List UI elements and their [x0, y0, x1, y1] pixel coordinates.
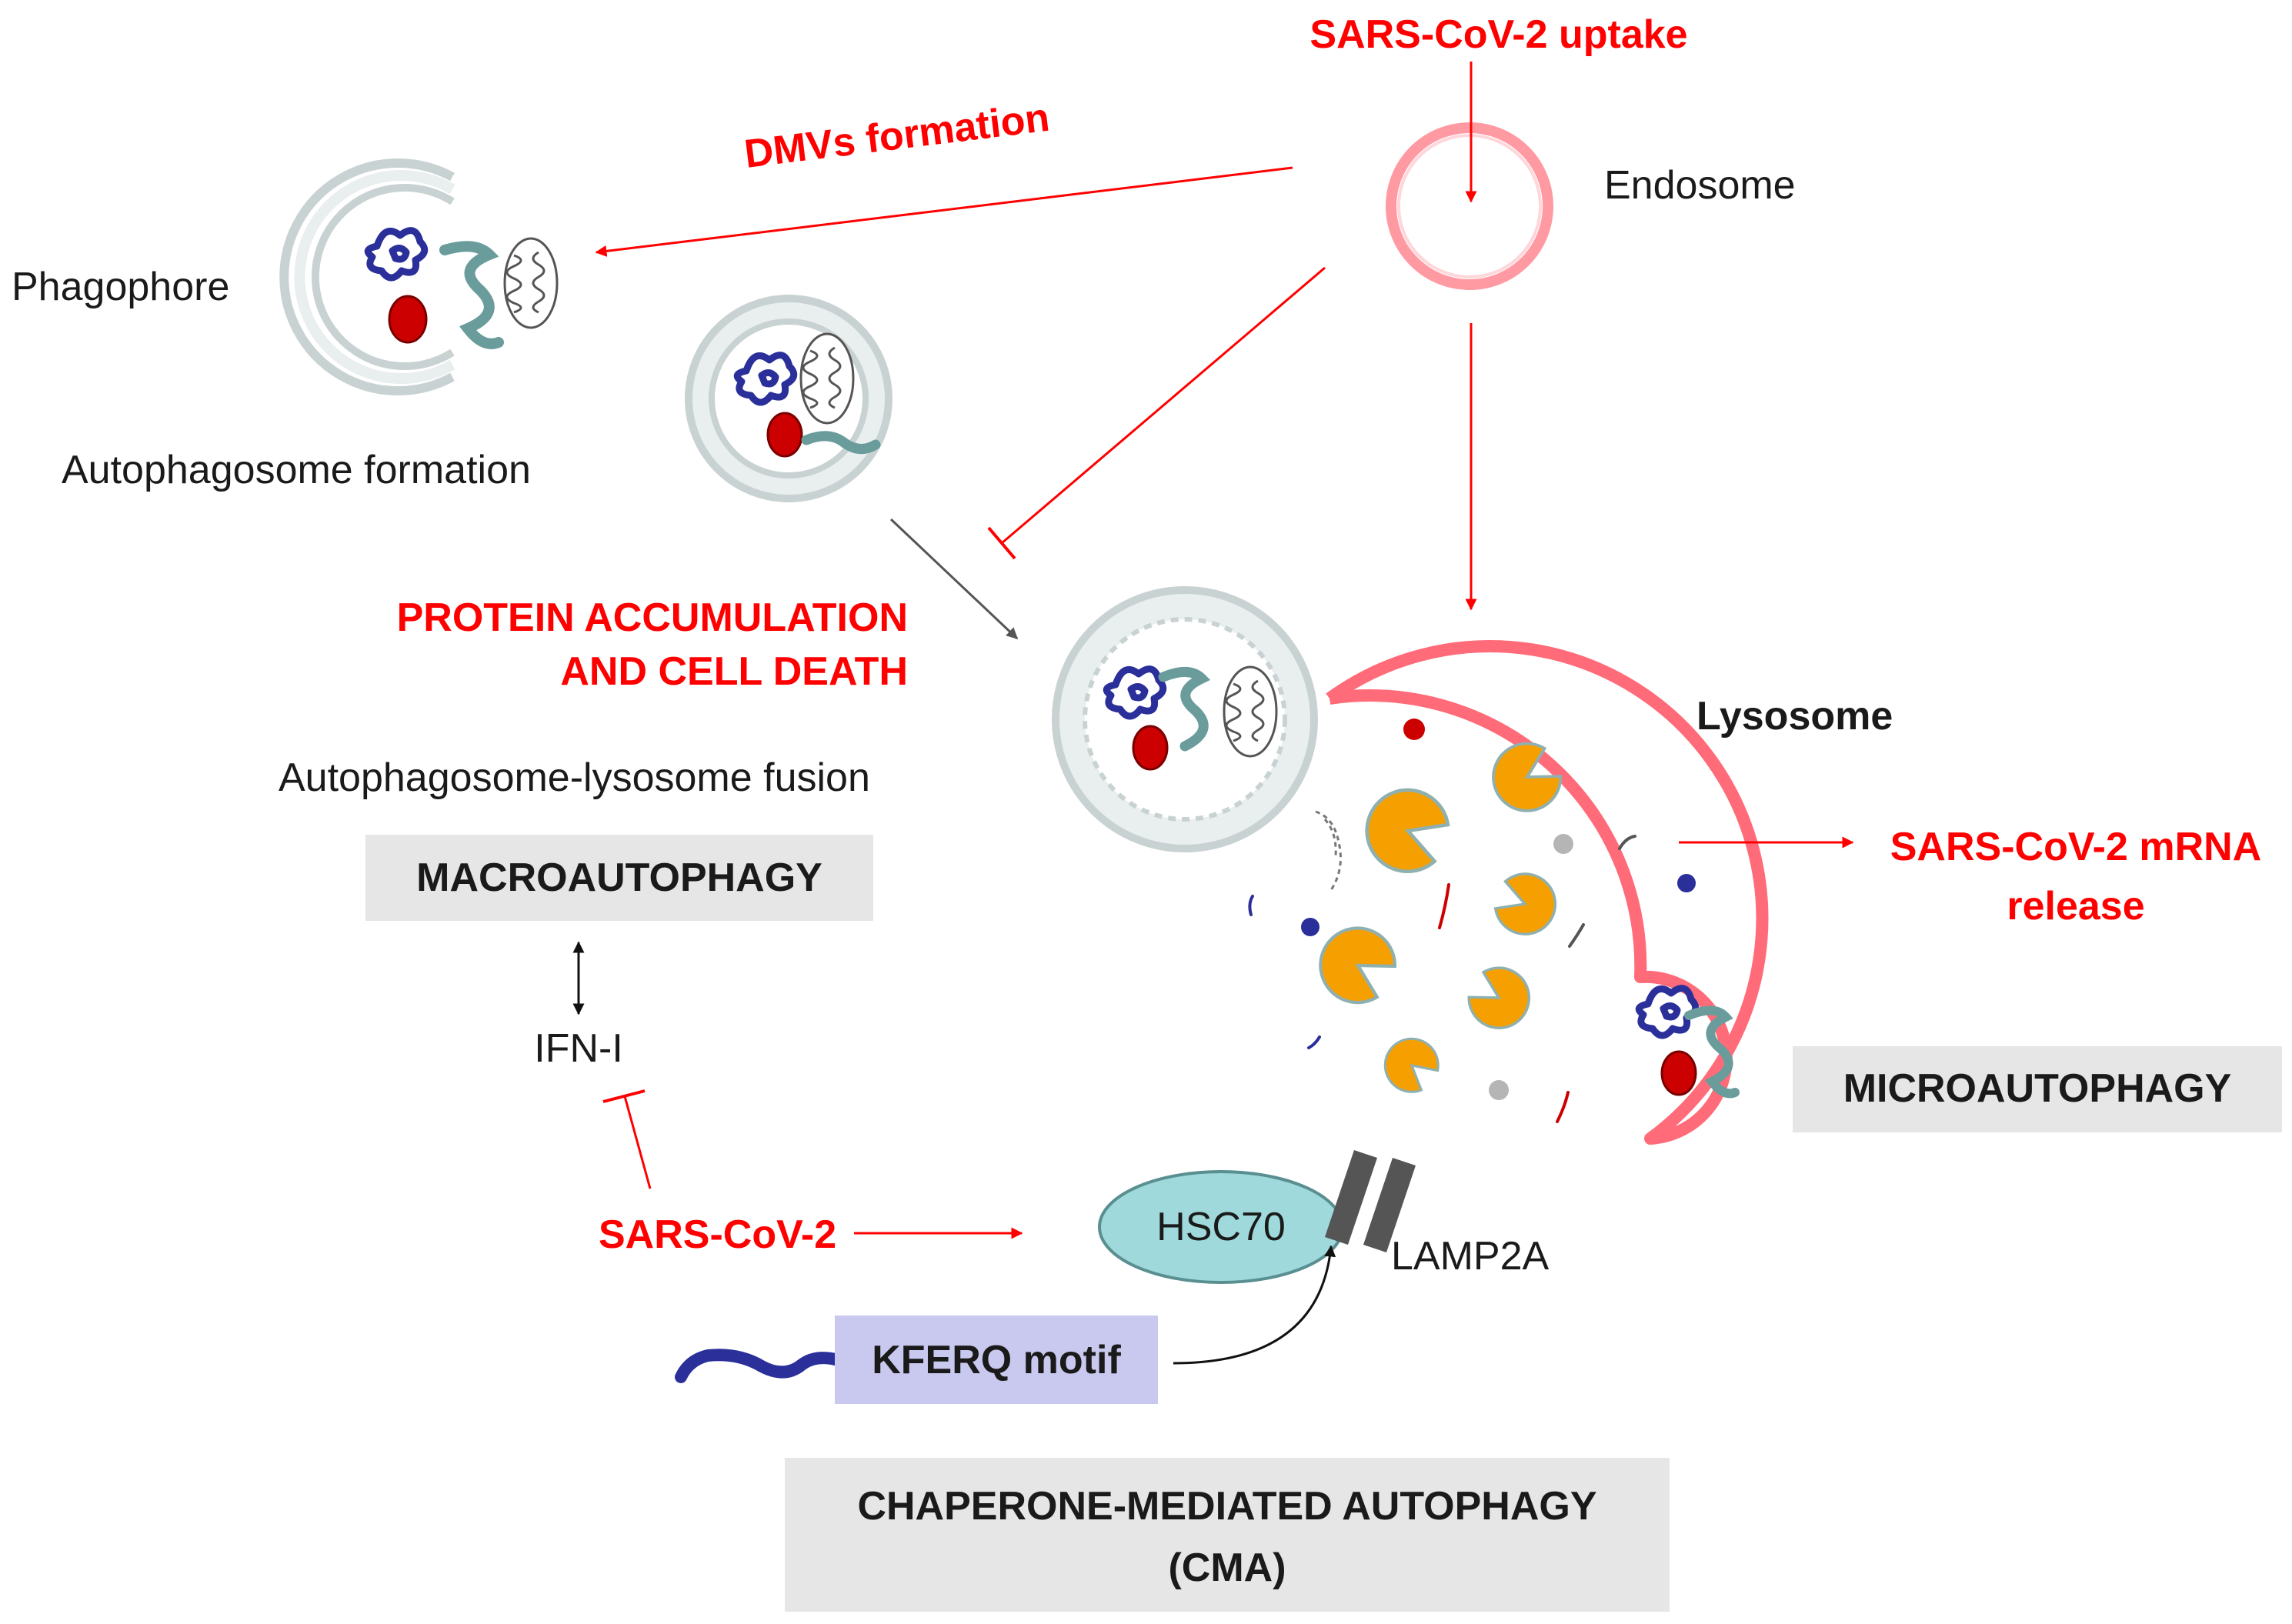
kferq-label: KFERQ motif — [872, 1338, 1121, 1382]
fusion-inhibition-line — [1001, 266, 1326, 545]
autophagosome-formation-label: Autophagosome formation — [62, 448, 531, 492]
cma-box — [785, 1458, 1670, 1612]
enzyme-icon — [1460, 957, 1542, 1041]
viral-particle-icon — [1132, 725, 1169, 771]
ifn-inhibition-bar — [602, 1089, 646, 1103]
kferq-box — [835, 1316, 1158, 1404]
dmvs-label: DMVs formation — [742, 95, 1052, 177]
debris-dot — [1677, 874, 1696, 892]
fusion-inhibition-bar — [987, 526, 1016, 560]
protein-strand-icon — [439, 241, 504, 349]
mrna-release-label-2: release — [2007, 884, 2144, 929]
macroautophagy-label: MACROAUTOPHAGY — [416, 855, 822, 900]
microautophagy-box — [1793, 1046, 2282, 1132]
viral-particle-icon — [766, 412, 803, 458]
viral-particle-icon — [1403, 719, 1425, 740]
kferq-peptide-icon — [675, 1349, 845, 1383]
protein-accumulation-label-2: AND CELL DEATH — [560, 649, 908, 694]
rna-fragments — [1248, 835, 1636, 1123]
enzyme-icon — [1307, 915, 1405, 1014]
debris-dot — [1489, 1080, 1509, 1100]
mitochondrion-icon — [503, 237, 559, 329]
endosome-label: Endosome — [1604, 163, 1796, 208]
lamp2a-receptor — [1325, 1150, 1416, 1252]
microautophagy-cargo — [1639, 989, 1740, 1099]
lysosome — [1326, 640, 1769, 1145]
protein-accumulation-label-1: PROTEIN ACCUMULATION — [397, 595, 908, 640]
ifn-label: IFN-I — [534, 1026, 623, 1071]
macroautophagy-box — [365, 835, 873, 921]
endosome — [1386, 122, 1553, 290]
microautophagy-label: MICROAUTOPHAGY — [1843, 1066, 2232, 1111]
kferq-to-lamp2a-arrow — [1173, 1245, 1336, 1365]
enzyme-icon — [1356, 779, 1456, 881]
misfolded-protein-icon — [368, 231, 425, 278]
dmvs-arrow — [595, 166, 1293, 257]
cma-label-2: (CMA) — [1168, 1546, 1286, 1590]
lamp2a-label: LAMP2A — [1391, 1234, 1550, 1279]
debris-dot — [1553, 834, 1573, 854]
sarscov2-label: SARS-CoV-2 — [599, 1212, 836, 1257]
mitochondrion-icon — [799, 332, 855, 425]
hsc70-label: HSC70 — [1156, 1205, 1286, 1249]
phagophore-label: Phagophore — [12, 265, 229, 309]
ifn-inhibition-line — [623, 1095, 652, 1189]
viral-particle-icon — [388, 295, 428, 344]
phagophore — [279, 158, 559, 395]
lysosome-label: Lysosome — [1696, 694, 1893, 739]
fusion-label: Autophagosome-lysosome fusion — [279, 755, 870, 800]
lysosome-contents — [1248, 719, 1696, 1123]
mrna-release-label-1: SARS-CoV-2 mRNA — [1890, 825, 2262, 869]
debris-dot — [1301, 918, 1319, 936]
lysosomal-enzymes — [1307, 732, 1571, 1102]
autophagosome — [685, 295, 892, 502]
degraded-mitochondrion-icon — [1315, 810, 1342, 891]
enzyme-icon — [1373, 1026, 1448, 1102]
protein-strand-icon — [1158, 667, 1211, 752]
fusion-arrow — [889, 518, 1019, 640]
cma-label-1: CHAPERONE-MEDIATED AUTOPHAGY — [857, 1484, 1596, 1529]
protein-strand-icon — [801, 431, 881, 454]
mitochondrion-icon — [1223, 665, 1278, 758]
viral-particle-icon — [1660, 1050, 1697, 1096]
protein-strand-icon — [1684, 1005, 1740, 1099]
uptake-label: SARS-CoV-2 uptake — [1309, 12, 1687, 57]
enzyme-icon — [1488, 865, 1566, 944]
fusing-autophagosome — [1052, 586, 1318, 852]
